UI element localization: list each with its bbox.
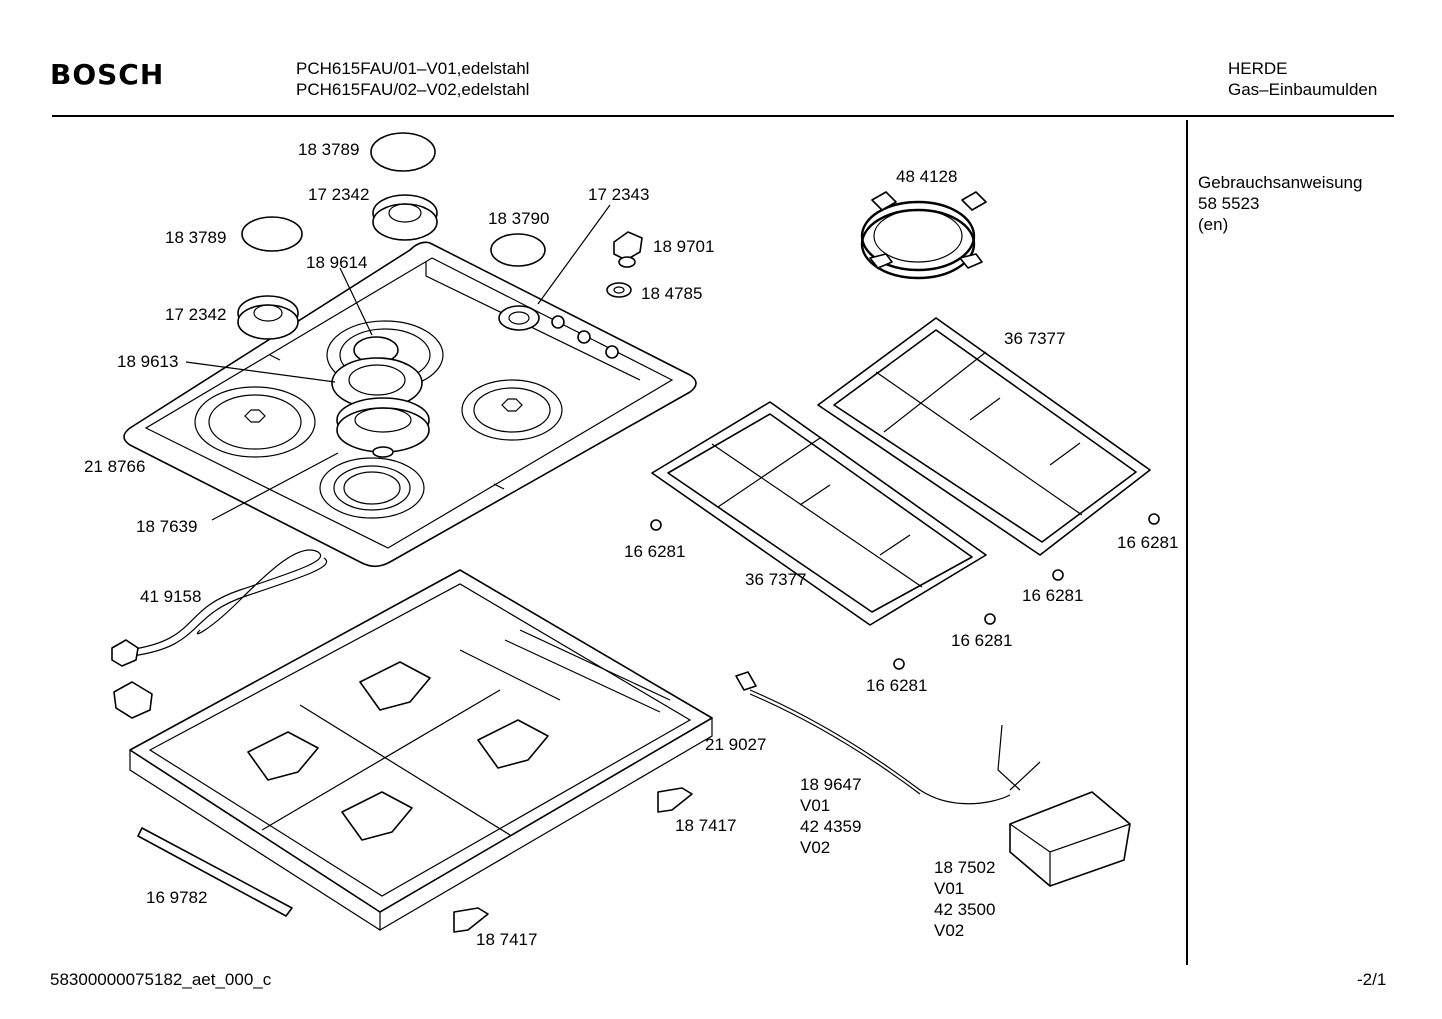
label-183789-left: 18 3789 (165, 228, 227, 247)
label-484128: 48 4128 (896, 167, 958, 186)
wok-ring (860, 191, 987, 280)
label-172342-left: 17 2342 (165, 305, 227, 324)
label-423500-variant: V02 (934, 921, 965, 940)
label-166281-a: 16 6281 (624, 542, 686, 561)
label-189701: 18 9701 (653, 237, 715, 256)
label-423500: 42 3500 (934, 900, 996, 919)
label-218766: 21 8766 (84, 457, 146, 476)
manual-reference: Gebrauchsanweisung 58 5523 (en) (1198, 172, 1362, 235)
label-187639: 18 7639 (136, 517, 198, 536)
category-line-2: Gas–Einbaumulden (1228, 80, 1378, 99)
brand-logo: BOSCH (50, 58, 165, 91)
cooktop-bottom-tray (129, 569, 713, 932)
label-189614: 18 9614 (306, 253, 368, 272)
label-424359: 42 4359 (800, 817, 862, 836)
label-172343: 17 2343 (588, 185, 650, 204)
label-189647-variant: V01 (800, 796, 831, 815)
category-info: HERDE Gas–Einbaumulden (1228, 58, 1377, 100)
label-184785: 18 4785 (641, 284, 703, 303)
model-line-2: PCH615FAU/02–V02,edelstahl (296, 80, 530, 99)
model-line-1: PCH615FAU/01–V01,edelstahl (296, 59, 530, 78)
small-parts (113, 671, 757, 933)
label-189647-block: 18 9647 V01 42 4359 V02 (800, 774, 861, 858)
pan-support-front (651, 401, 987, 626)
label-183790: 18 3790 (488, 209, 550, 228)
manual-language: (en) (1198, 215, 1229, 234)
ignition-harness (749, 689, 1131, 887)
label-166281-b: 16 6281 (1117, 533, 1179, 552)
label-183789-top: 18 3789 (298, 140, 360, 159)
label-187417-bottom: 18 7417 (476, 930, 538, 949)
label-189647: 18 9647 (800, 775, 862, 794)
manual-number: 58 5523 (1198, 194, 1260, 213)
label-187502-block: 18 7502 V01 42 3500 V02 (934, 857, 995, 941)
label-424359-variant: V02 (800, 838, 831, 857)
sidebar-divider (1186, 120, 1188, 965)
label-419158: 41 9158 (140, 587, 202, 606)
label-367377-front: 36 7377 (745, 570, 807, 589)
manual-title: Gebrauchsanweisung (1198, 173, 1363, 192)
category-line-1: HERDE (1228, 59, 1288, 78)
label-219027: 21 9027 (705, 735, 767, 754)
label-169782: 16 9782 (146, 888, 208, 907)
burner-parts (237, 132, 643, 458)
header-divider (52, 115, 1394, 117)
label-189613: 18 9613 (117, 352, 179, 371)
label-187502: 18 7502 (934, 858, 996, 877)
label-166281-e: 16 6281 (866, 676, 928, 695)
label-166281-d: 16 6281 (951, 631, 1013, 650)
document-id: 58300000075182_aet_000_c (50, 970, 272, 989)
label-367377-rear: 36 7377 (1004, 329, 1066, 348)
label-166281-c: 16 6281 (1022, 586, 1084, 605)
rubber-feet (650, 513, 1160, 670)
power-cable (111, 549, 328, 667)
page-number: -2/1 (1357, 970, 1387, 989)
label-172342-top: 17 2342 (308, 185, 370, 204)
leader-lines (185, 204, 611, 521)
label-187502-variant: V01 (934, 879, 965, 898)
model-info: PCH615FAU/01–V01,edelstahl PCH615FAU/02–… (296, 58, 529, 100)
pan-support-rear (817, 317, 1151, 556)
label-187417-right: 18 7417 (675, 816, 737, 835)
